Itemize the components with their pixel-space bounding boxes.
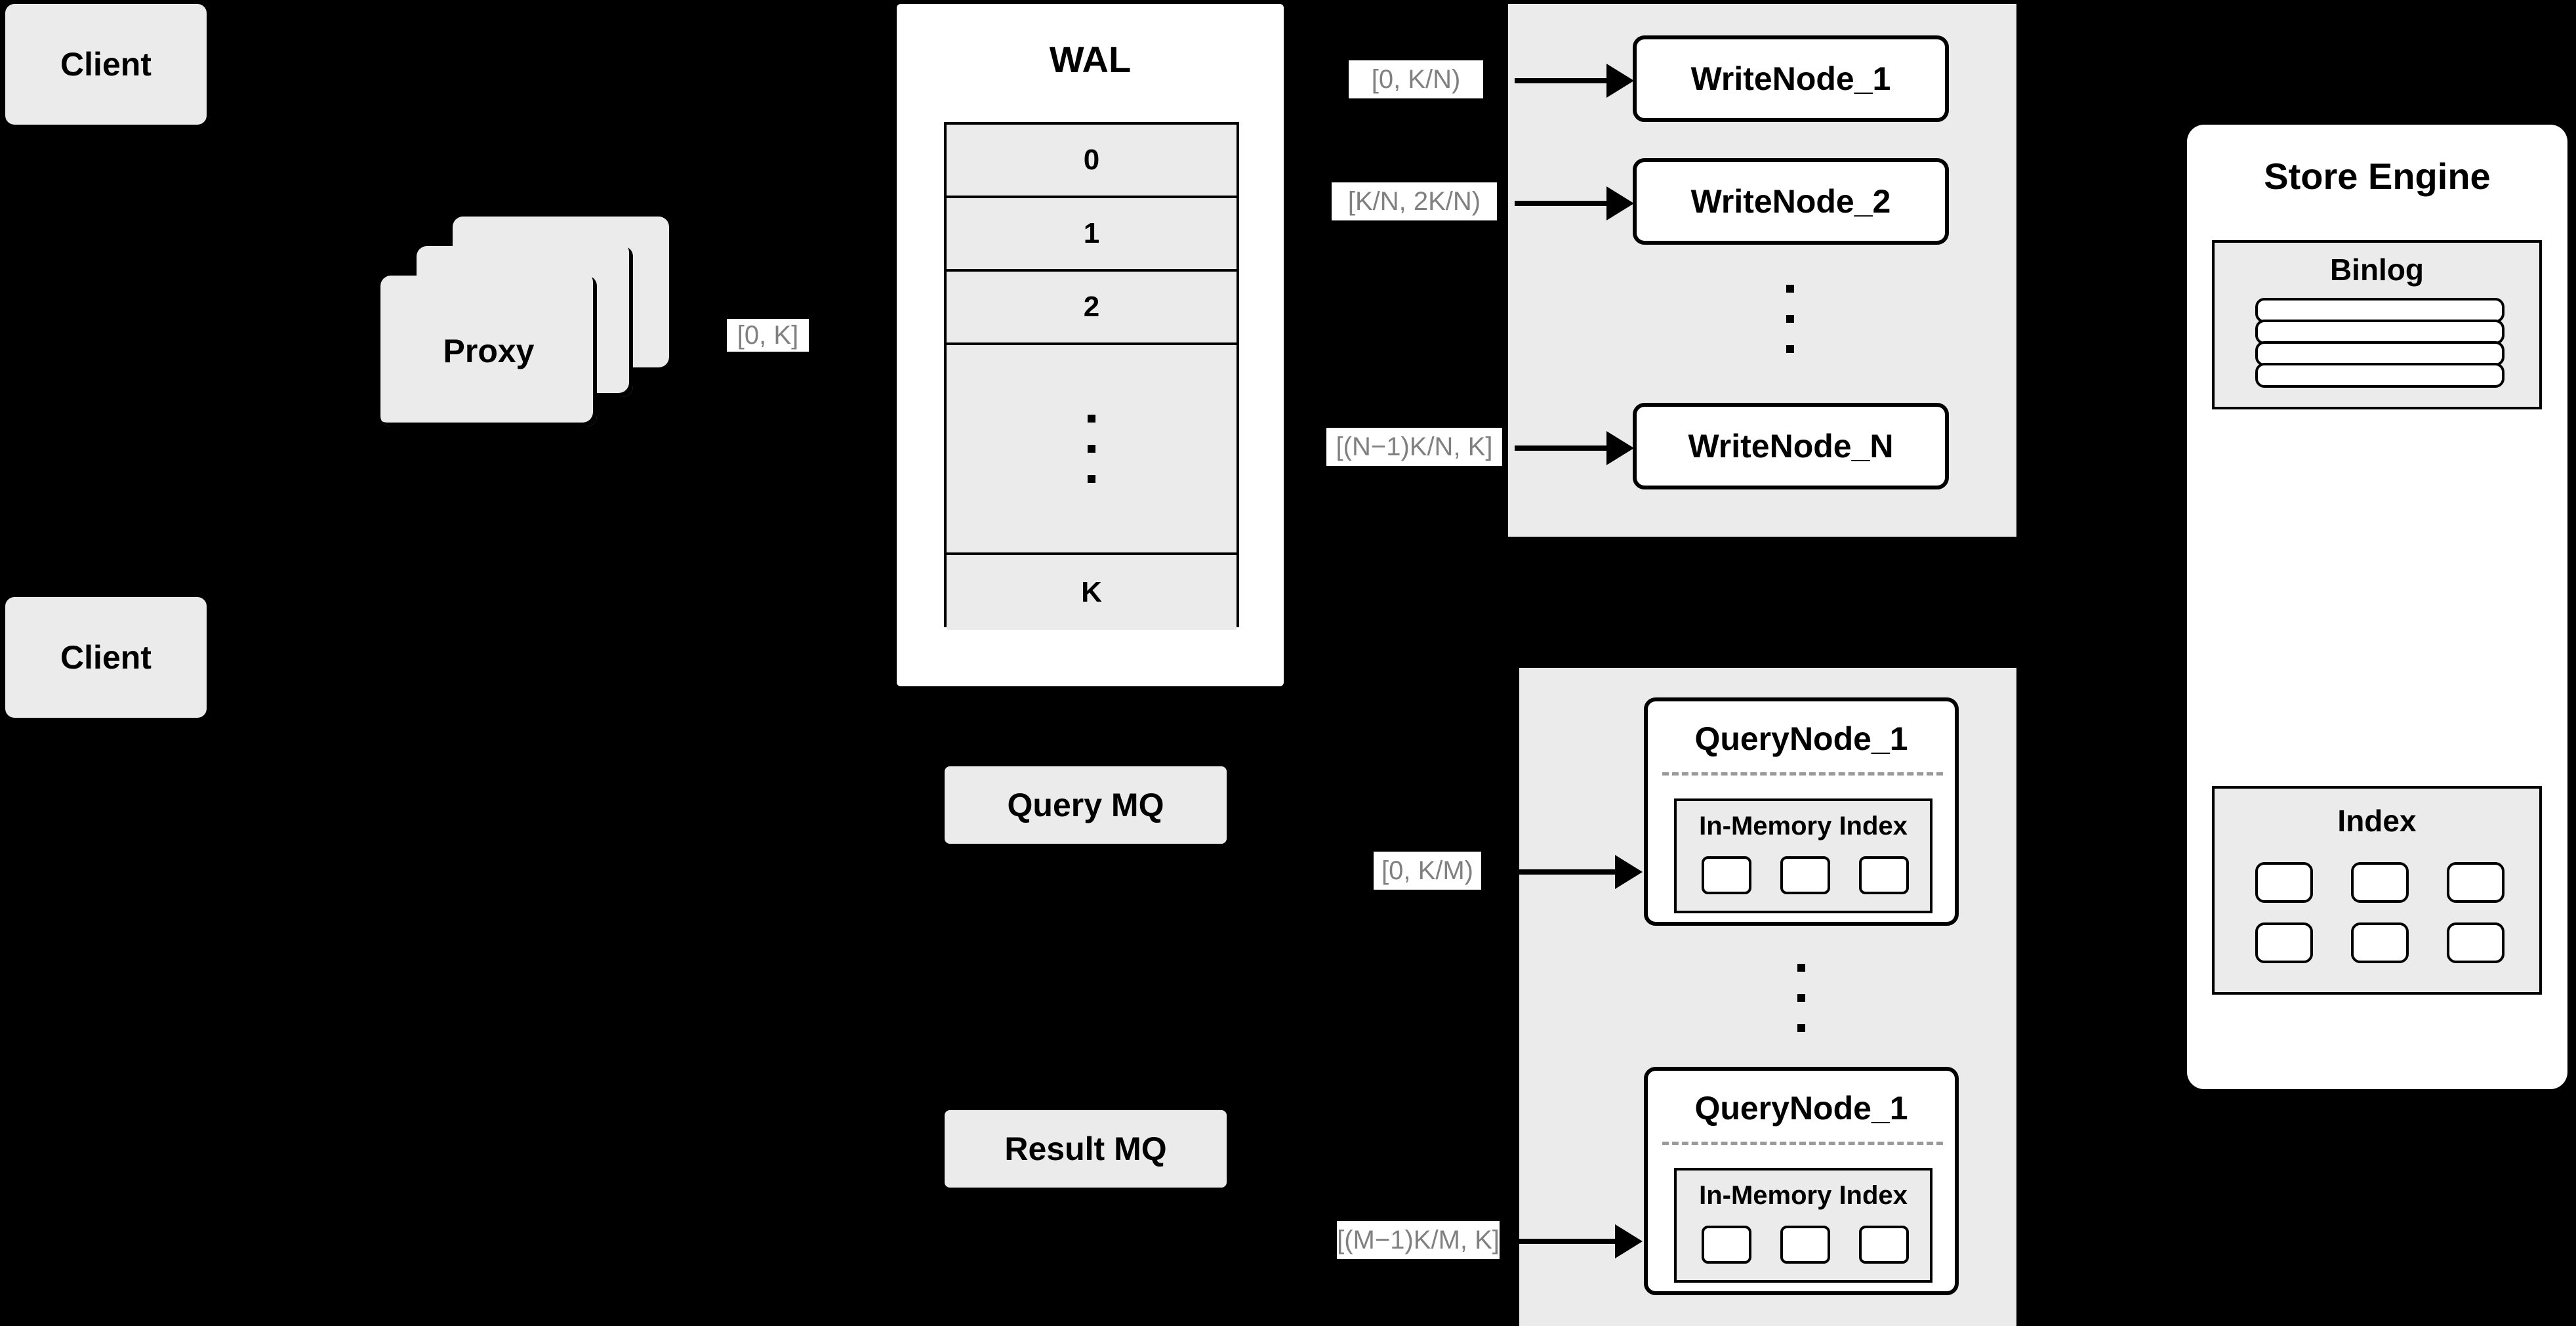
arrow-to-write-node-2 xyxy=(1515,201,1606,206)
binlog-box: Binlog xyxy=(2212,240,2542,409)
vertical-dot-icon xyxy=(1088,445,1095,453)
index-cell xyxy=(2447,862,2504,903)
arrow-head-icon xyxy=(1615,1224,1643,1258)
index-cell xyxy=(1702,856,1751,894)
binlog-title: Binlog xyxy=(2329,253,2424,287)
vertical-dot-icon xyxy=(1797,994,1805,1002)
in-memory-index-m-title: In-Memory Index xyxy=(1699,1181,1908,1210)
proxy-label: Proxy xyxy=(443,333,535,369)
write-node-n-label: WriteNode_N xyxy=(1688,428,1894,465)
result-mq-label: Result MQ xyxy=(1004,1130,1167,1167)
index-box: Index xyxy=(2212,786,2542,995)
store-engine-panel: Store Engine Binlog Index xyxy=(2187,125,2567,1089)
index-cell xyxy=(1702,1226,1751,1264)
edge-label-query-node-1: [0, K/M) xyxy=(1374,852,1481,890)
wal-row: 0 xyxy=(947,125,1237,198)
index-cell xyxy=(2351,862,2409,903)
vertical-dot-icon xyxy=(1797,1024,1805,1032)
index-cell xyxy=(1859,1226,1909,1264)
arrow-to-query-node-1 xyxy=(1510,869,1615,875)
write-node-1-label: WriteNode_1 xyxy=(1690,60,1891,97)
write-node-2[interactable]: WriteNode_2 xyxy=(1633,158,1949,245)
arrow-head-icon xyxy=(1606,64,1634,98)
index-cell xyxy=(2351,922,2409,963)
wal-panel: WAL 0 1 2 K xyxy=(897,4,1284,686)
wal-table: 0 1 2 K xyxy=(944,122,1239,630)
vertical-dot-icon xyxy=(1786,315,1794,323)
write-node-1[interactable]: WriteNode_1 xyxy=(1633,35,1949,122)
binlog-row xyxy=(2255,363,2504,388)
index-cell xyxy=(2255,862,2313,903)
arrow-head-icon xyxy=(1615,855,1643,889)
query-node-1[interactable]: QueryNode_1 In-Memory Index xyxy=(1644,697,1959,926)
client-node-1-label: Client xyxy=(60,46,152,83)
store-engine-title: Store Engine xyxy=(2264,155,2491,197)
in-memory-index-1: In-Memory Index xyxy=(1674,798,1932,913)
client-node-2[interactable]: Client xyxy=(5,597,207,718)
binlog-row xyxy=(2255,298,2504,323)
query-node-ellipsis xyxy=(1791,955,1811,1041)
query-node-m[interactable]: QueryNode_1 In-Memory Index xyxy=(1644,1067,1959,1295)
vertical-dot-icon xyxy=(1786,285,1794,293)
proxy-card-front[interactable]: Proxy xyxy=(380,276,597,426)
write-node-n[interactable]: WriteNode_N xyxy=(1633,403,1949,489)
index-cell xyxy=(2447,922,2504,963)
write-node-ellipsis xyxy=(1780,276,1800,362)
query-mq-label: Query MQ xyxy=(1007,787,1164,823)
arrow-to-write-node-1 xyxy=(1515,78,1606,83)
in-memory-index-1-title: In-Memory Index xyxy=(1699,812,1908,840)
query-node-1-title: QueryNode_1 xyxy=(1694,720,1908,757)
index-cell xyxy=(1780,856,1830,894)
vertical-dot-icon xyxy=(1088,415,1095,423)
index-cell xyxy=(1859,856,1909,894)
query-node-m-title: QueryNode_1 xyxy=(1694,1090,1908,1127)
index-title: Index xyxy=(2337,804,2417,838)
proxy-stack[interactable]: Proxy xyxy=(380,217,669,426)
query-mq-node[interactable]: Query MQ xyxy=(945,766,1227,844)
wal-row: 1 xyxy=(947,198,1237,272)
edge-label-write-node-1: [0, K/N) xyxy=(1349,60,1483,98)
wal-row: K xyxy=(947,555,1237,630)
wal-row-value: 1 xyxy=(1083,217,1100,249)
in-memory-index-m: In-Memory Index xyxy=(1674,1168,1932,1283)
vertical-dot-icon xyxy=(1797,964,1805,972)
wal-row-value: 0 xyxy=(1083,144,1100,176)
client-node-1[interactable]: Client xyxy=(5,4,207,125)
wal-row-value: K xyxy=(1081,576,1102,608)
arrow-head-icon xyxy=(1606,186,1634,220)
wal-row-value: 2 xyxy=(1083,291,1100,323)
wal-title: WAL xyxy=(1049,39,1132,80)
wal-row: 2 xyxy=(947,272,1237,345)
edge-label-write-node-n: [(N−1)K/N, K] xyxy=(1326,428,1502,466)
client-node-2-label: Client xyxy=(60,639,152,676)
edge-label-query-node-m: [(M−1)K/M, K] xyxy=(1337,1221,1500,1259)
arrow-to-write-node-n xyxy=(1515,445,1606,451)
index-cell xyxy=(1780,1226,1830,1264)
vertical-dot-icon xyxy=(1088,475,1095,483)
query-node-group: QueryNode_1 In-Memory Index QueryNode_1 … xyxy=(1510,668,2016,1326)
write-node-group: WriteNode_1 WriteNode_2 WriteNode_N xyxy=(1508,4,2016,537)
arrow-head-icon xyxy=(1606,431,1634,465)
edge-label-proxy-to-wal: [0, K] xyxy=(727,319,809,352)
query-node-1-divider xyxy=(1662,772,1943,776)
arrow-to-query-node-m xyxy=(1510,1239,1615,1244)
edge-label-write-node-2: [K/N, 2K/N) xyxy=(1332,182,1497,220)
wal-row-ellipsis xyxy=(947,345,1237,555)
result-mq-node[interactable]: Result MQ xyxy=(945,1110,1227,1188)
write-node-2-label: WriteNode_2 xyxy=(1690,183,1891,220)
query-node-m-divider xyxy=(1662,1142,1943,1145)
vertical-dot-icon xyxy=(1786,345,1794,353)
index-cell xyxy=(2255,922,2313,963)
